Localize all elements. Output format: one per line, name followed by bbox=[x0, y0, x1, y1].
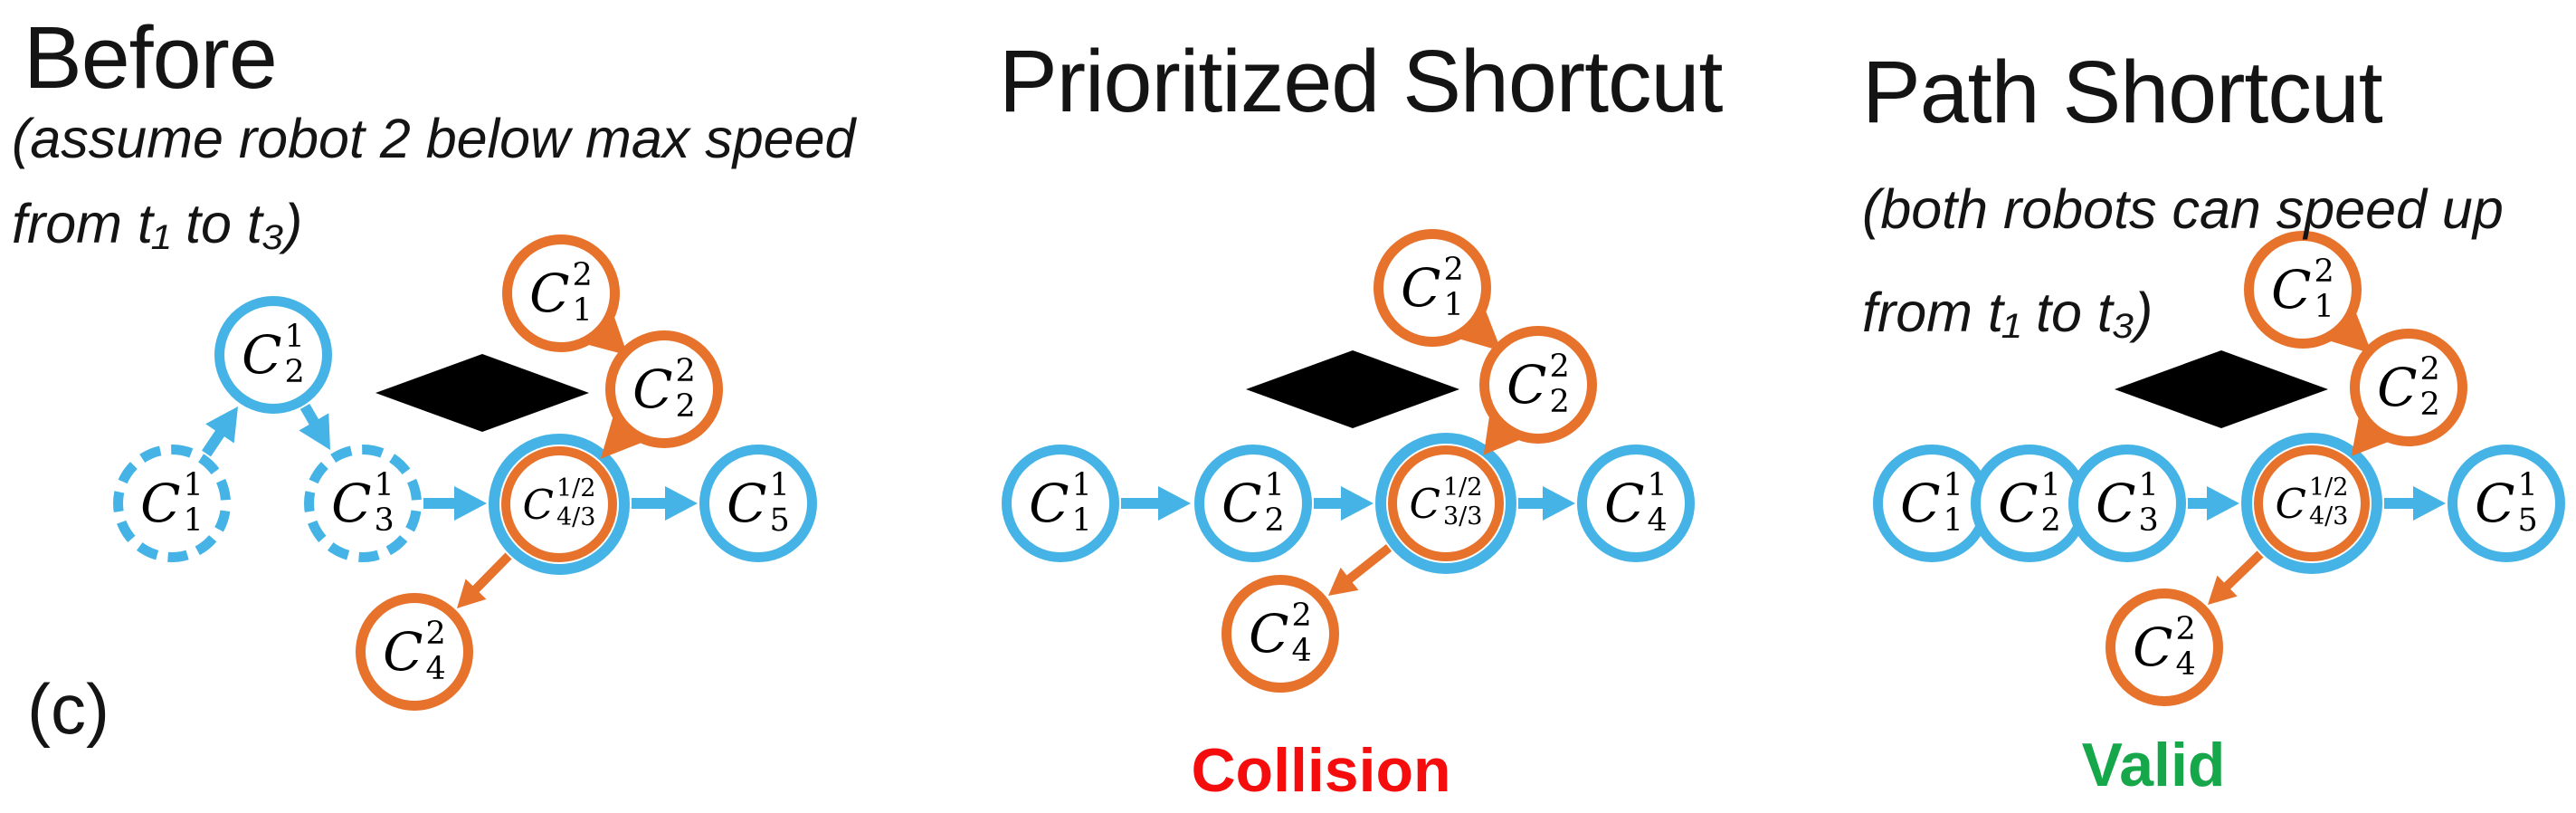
panel-subtitle-before-line1: (assume robot 2 below max speed bbox=[12, 108, 856, 169]
orange-transfer-wedge bbox=[588, 317, 628, 356]
blue-flow-arrowhead bbox=[205, 406, 238, 444]
blue-flow-arrowhead bbox=[2413, 486, 2446, 521]
orange-transfer-wedge bbox=[2330, 312, 2372, 354]
panel-subtitle-path-line2: from t₁ to t₃) bbox=[1862, 282, 2153, 343]
merged-node-inner-ring bbox=[1388, 445, 1504, 561]
orange-flow-arrowhead bbox=[1328, 567, 1359, 596]
merged-node-inner-ring bbox=[2254, 445, 2370, 561]
orange-flow-arrowhead bbox=[2208, 575, 2238, 605]
obstacle-diamond bbox=[2115, 350, 2328, 428]
blue-flow-arrowhead bbox=[1158, 486, 1191, 521]
obstacle-diamond bbox=[1246, 350, 1459, 428]
blue-flow-arrowhead bbox=[1341, 486, 1374, 521]
panel-title-path-shortcut: Path Shortcut bbox=[1862, 43, 2383, 141]
orange-flow-arrowhead bbox=[457, 579, 487, 608]
orange-flow-arrow-shaft bbox=[1345, 544, 1393, 585]
orange-transfer-wedge bbox=[600, 416, 642, 459]
obstacle-diamond bbox=[375, 354, 589, 432]
status-valid-label: Valid bbox=[2081, 731, 2226, 799]
orange-transfer-wedge bbox=[2351, 417, 2388, 456]
blue-flow-arrowhead bbox=[665, 486, 698, 521]
blue-flow-arrow-shaft bbox=[202, 428, 226, 457]
panel-title-before: Before bbox=[24, 8, 278, 107]
merged-node-inner-ring bbox=[501, 446, 617, 562]
blue-flow-arrowhead bbox=[2207, 486, 2239, 521]
blue-flow-arrowhead bbox=[299, 413, 330, 450]
orange-transfer-wedge bbox=[1483, 416, 1520, 455]
panel-subtitle-before-line2: from t₁ to t₃) bbox=[12, 193, 303, 254]
orange-transfer-wedge bbox=[1459, 311, 1502, 351]
blue-flow-arrowhead bbox=[454, 486, 487, 521]
panel-subtitle-path-line1: (both robots can speed up bbox=[1862, 178, 2504, 240]
orange-flow-arrow-shaft bbox=[471, 552, 512, 595]
blue-flow-arrowhead bbox=[1543, 486, 1575, 521]
panel-title-prioritized-shortcut: Prioritized Shortcut bbox=[999, 32, 1723, 130]
figure-index-label: (c) bbox=[27, 669, 109, 749]
status-collision-label: Collision bbox=[1191, 736, 1451, 805]
blue-flow-arrow-shaft bbox=[299, 403, 320, 427]
orange-flow-arrow-shaft bbox=[2221, 550, 2264, 591]
